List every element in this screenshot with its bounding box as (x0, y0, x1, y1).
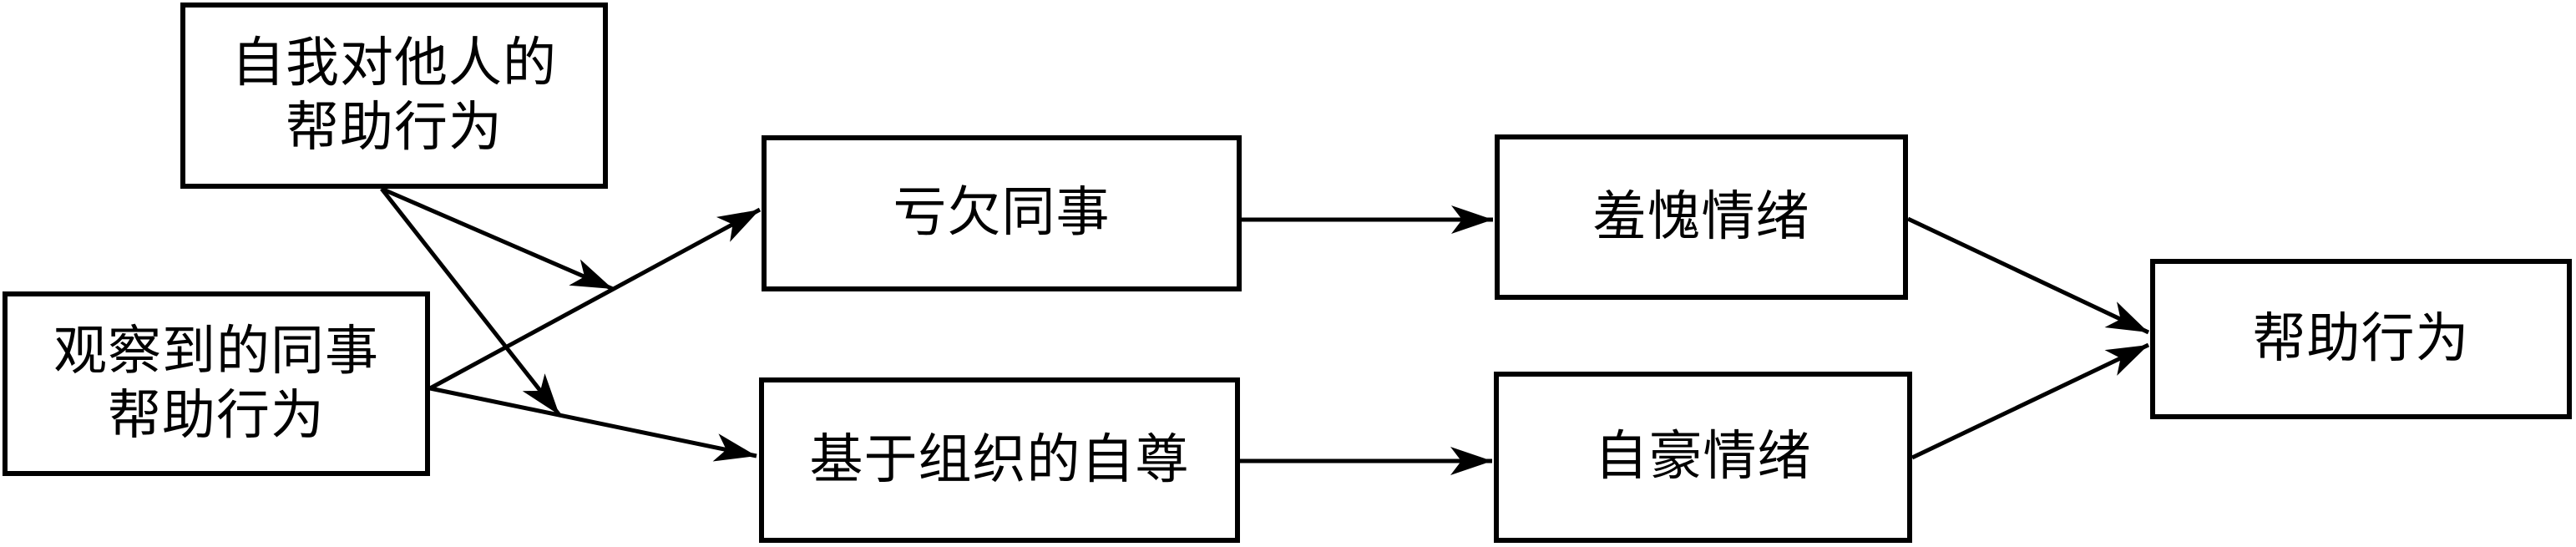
node-observed-coworker-helping: 观察到的同事 帮助行为 (3, 291, 430, 476)
node-pride-label: 自豪情绪 (1594, 427, 1812, 487)
moderation-arrow-self-to-indebtedness-path (381, 186, 614, 291)
node-helping-label: 帮助行为 (2252, 308, 2470, 368)
node-shame-label: 羞愧情绪 (1592, 186, 1810, 246)
arrow-shame-to-helping (1906, 216, 2150, 335)
moderation-arrow-self-to-self-esteem-path (380, 187, 561, 417)
node-pride-emotion: 自豪情绪 (1494, 372, 1912, 543)
arrow-pride-to-helping (1910, 342, 2150, 460)
node-shame-emotion: 羞愧情绪 (1495, 134, 1908, 300)
node-indebtedness-to-coworkers: 亏欠同事 (762, 135, 1242, 291)
node-helping-behavior: 帮助行为 (2150, 259, 2572, 419)
node-organization-based-self-esteem: 基于组织的自尊 (759, 377, 1240, 543)
node-organization-self-esteem-label: 基于组织的自尊 (809, 429, 1190, 489)
arrow-observed-to-organization-self-esteem (429, 386, 757, 462)
node-self-helping-label: 自我对他人的 帮助行为 (231, 33, 557, 157)
node-indebtedness-label: 亏欠同事 (893, 183, 1111, 243)
node-observed-coworker-label: 观察到的同事 帮助行为 (53, 321, 379, 445)
node-self-helping-behavior: 自我对他人的 帮助行为 (180, 3, 608, 189)
arrow-observed-to-indebtedness (428, 207, 762, 391)
